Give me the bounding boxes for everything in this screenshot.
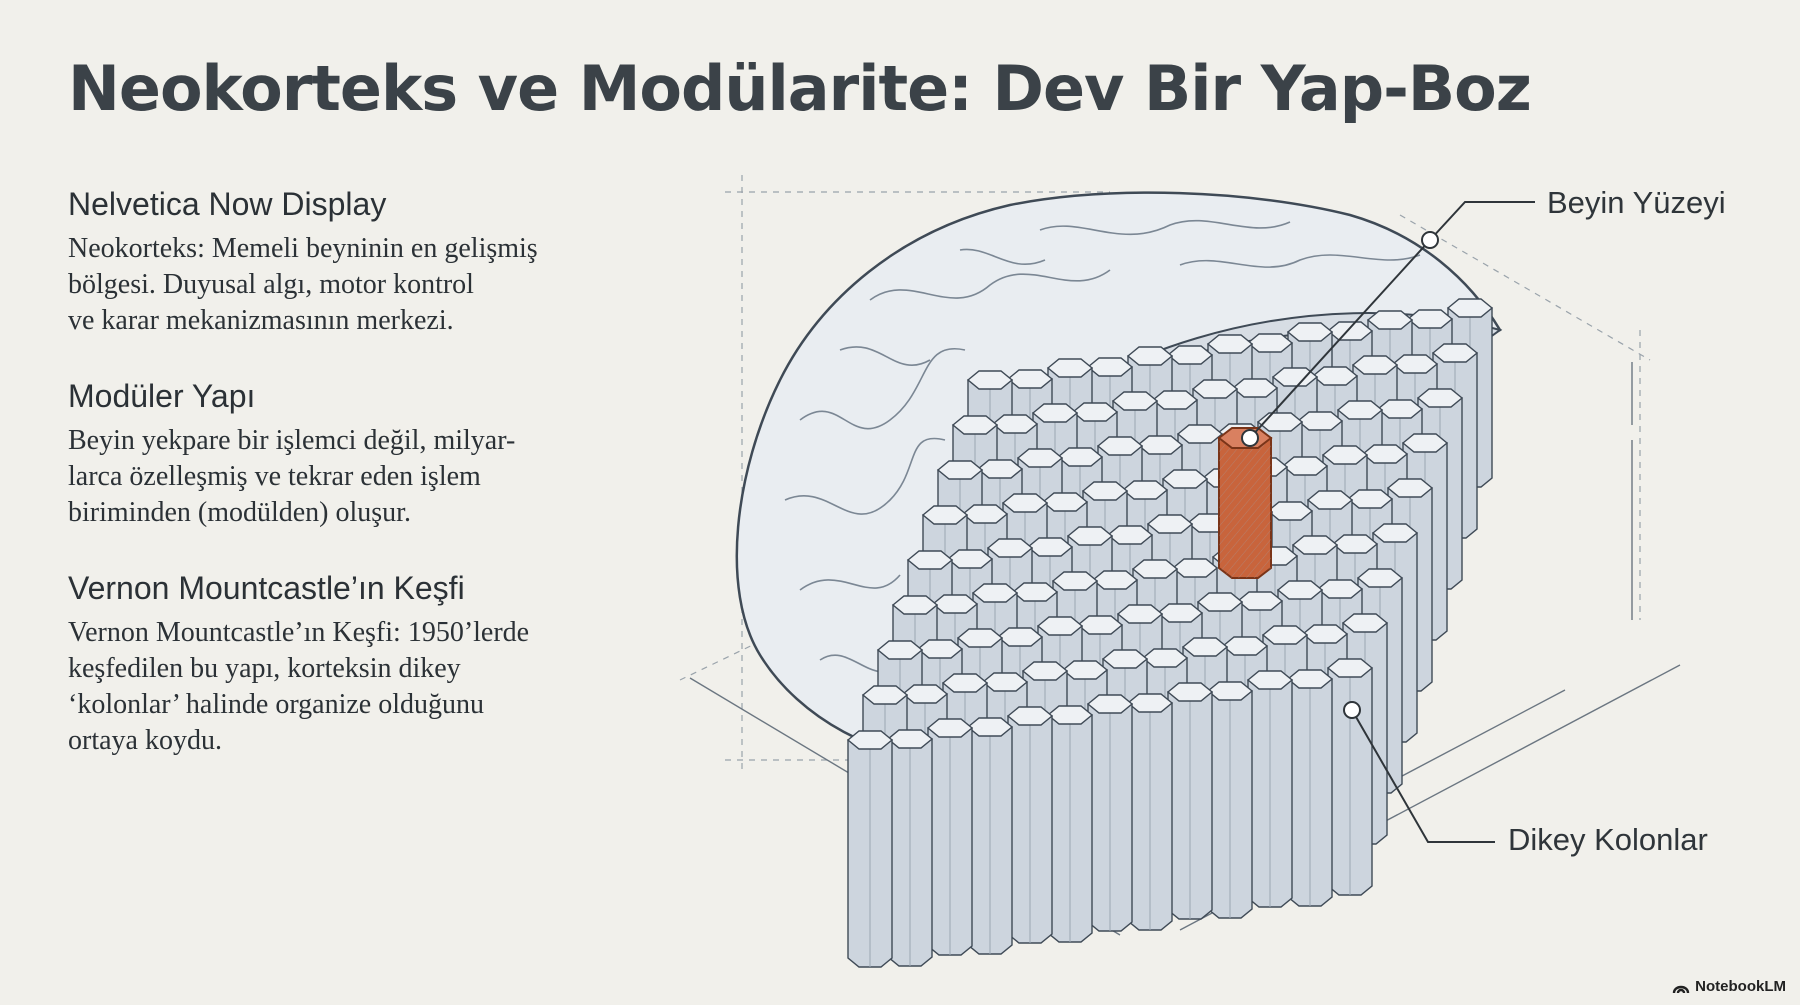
- callout-leader-lines: [1249, 201, 1535, 843]
- section-body: Neokorteks: Memeli beyninin en gelişmiş …: [68, 233, 538, 336]
- page-title: Neokorteks ve Modülarite: Dev Bir Yap-Bo…: [68, 52, 1532, 125]
- section-neocortex: Nelvetica Now Display Neokorteks: Memeli…: [68, 186, 628, 339]
- label-vertical-columns: Dikey Kolonlar: [1508, 822, 1708, 857]
- hex-column: [966, 717, 1014, 955]
- section-heading: Vernon Mountcastle’ın Keşfi: [68, 570, 465, 606]
- brand-name: NotebookLM: [1695, 978, 1786, 995]
- hex-column: [886, 729, 934, 967]
- notebooklm-logo-icon: [1672, 985, 1690, 993]
- hex-column: [1326, 658, 1374, 896]
- label-brain-surface: Beyin Yüzeyi: [1547, 185, 1726, 220]
- callout-dot-columns: [1343, 701, 1361, 719]
- hex-column: [1246, 670, 1294, 908]
- brand-watermark: NotebookLM: [1672, 978, 1786, 995]
- callout-dot-surface: [1421, 231, 1439, 249]
- hex-column: [1046, 705, 1094, 943]
- vertical-columns-grid: [846, 298, 1494, 968]
- hex-column: [1286, 669, 1334, 907]
- hex-column: [1006, 706, 1054, 944]
- highlighted-column: [1217, 427, 1273, 579]
- section-heading: Modüler Yapı: [68, 378, 256, 414]
- section-heading: Nelvetica Now Display: [68, 186, 387, 222]
- hex-column: [1166, 682, 1214, 920]
- callout-dot-column-top: [1241, 429, 1259, 447]
- section-body: Vernon Mountcastle’ın Keşfi: 1950’lerde …: [68, 617, 530, 756]
- hex-column: [846, 730, 894, 968]
- section-mountcastle-discovery: Vernon Mountcastle’ın Keşfi Vernon Mount…: [68, 570, 628, 759]
- hex-column: [1086, 694, 1134, 932]
- section-body: Beyin yekpare bir işlemci değil, milyar-…: [68, 425, 516, 528]
- hex-column: [1126, 693, 1174, 931]
- hex-column: [1206, 681, 1254, 919]
- section-modular-structure: Modüler Yapı Beyin yekpare bir işlemci d…: [68, 378, 628, 531]
- construction-lines: [679, 175, 1651, 775]
- hex-column: [926, 718, 974, 956]
